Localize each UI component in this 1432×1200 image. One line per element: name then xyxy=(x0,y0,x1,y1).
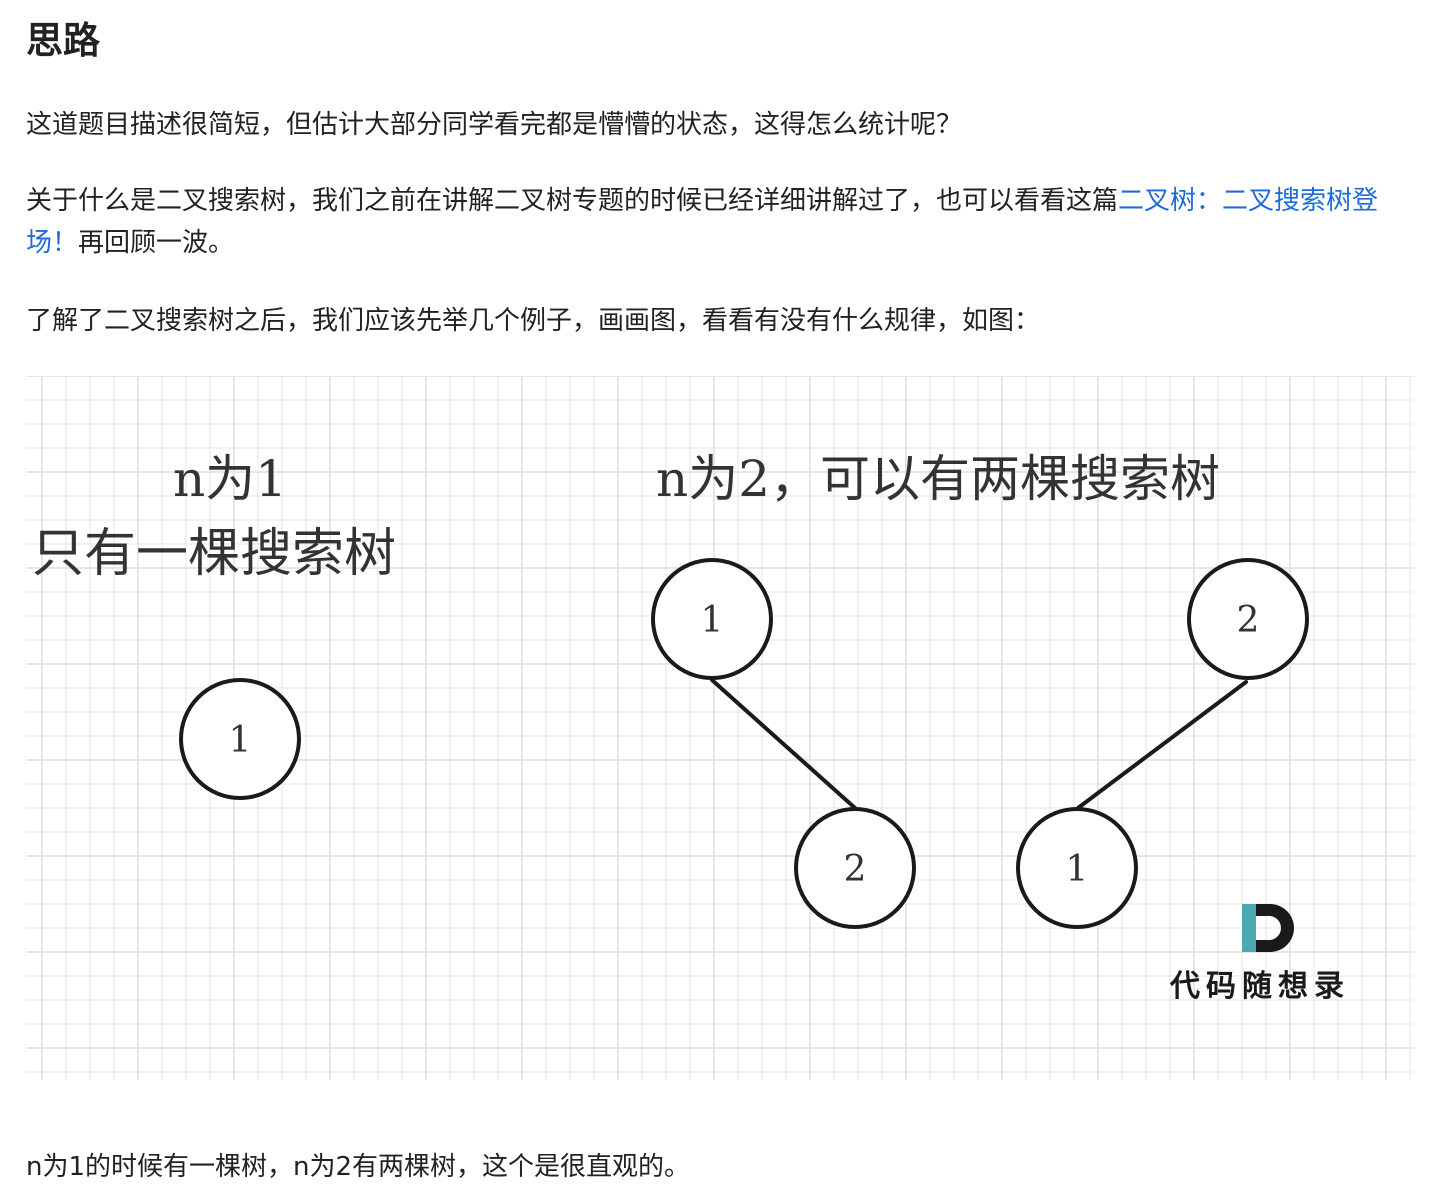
logo: 代码随想录 xyxy=(1169,904,1350,1004)
node-label: 2 xyxy=(844,849,867,890)
logo-text: 代码随想录 xyxy=(1169,969,1350,1004)
node-label: 1 xyxy=(229,720,252,761)
bst-diagram-figure: n为1 只有一棵搜索树 n为2，可以有两棵搜索树 1 1 2 2 1 xyxy=(26,376,1414,1080)
logo-d-icon xyxy=(1242,904,1294,952)
tree-n2a-node-right-child: 2 xyxy=(794,807,916,929)
left-title-line2: 只有一棵搜索树 xyxy=(32,524,396,584)
tree-n2b-node-root: 2 xyxy=(1187,558,1309,680)
tree-edge xyxy=(1076,680,1248,810)
left-title-line1: n为1 xyxy=(173,450,287,508)
section-heading: 思路 xyxy=(26,19,100,62)
tree-n2b-node-left-child: 1 xyxy=(1016,807,1138,929)
bst-article-link[interactable]: 二叉树：二叉搜索树登场！ xyxy=(26,186,1379,258)
paragraph-text: 再回顾一波。 xyxy=(78,228,235,258)
tree-n1-node-root: 1 xyxy=(179,678,301,800)
right-title: n为2，可以有两棵搜索树 xyxy=(656,450,1220,508)
paragraph-text: 关于什么是二叉搜索树，我们之前在讲解二叉树专题的时候已经详细讲解过了，也可以看看… xyxy=(26,186,1119,216)
node-label: 2 xyxy=(1237,600,1260,641)
paragraph-bst-reference: 关于什么是二叉搜索树，我们之前在讲解二叉树专题的时候已经详细讲解过了，也可以看看… xyxy=(26,180,1411,264)
paragraph-examples: 了解了二叉搜索树之后，我们应该先举几个例子，画画图，看看有没有什么规律，如图： xyxy=(26,306,1041,336)
tree-edge xyxy=(710,678,857,810)
paragraph-intro: 这道题目描述很简短，但估计大部分同学看完都是懵懵的状态，这得怎么统计呢？ xyxy=(26,110,963,140)
paragraph-conclusion: n为1的时候有一棵树，n为2有两棵树，这个是很直观的。 xyxy=(26,1152,691,1182)
tree-n2a-node-root: 1 xyxy=(651,558,773,680)
node-label: 1 xyxy=(1066,849,1089,890)
bst-diagram: n为1 只有一棵搜索树 n为2，可以有两棵搜索树 1 1 2 2 1 xyxy=(26,376,1414,1080)
grid-background xyxy=(26,376,1414,1080)
node-label: 1 xyxy=(701,600,724,641)
